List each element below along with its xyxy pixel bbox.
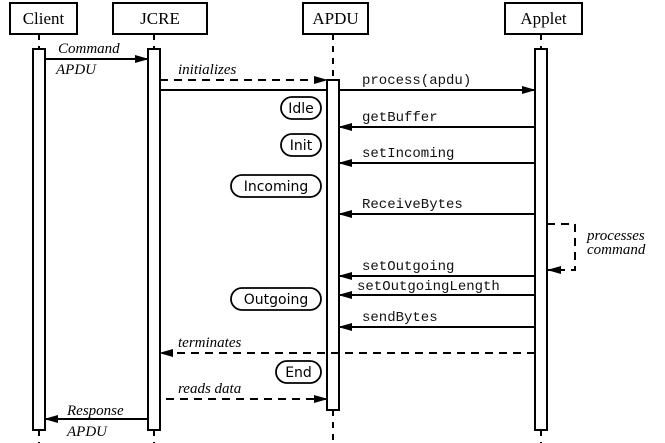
message-process-apdu: process(apdu) [339, 73, 536, 94]
message-label: sendBytes [362, 310, 438, 326]
message-setincoming: setIncoming [338, 146, 535, 167]
message-initializes: initializes [160, 62, 328, 84]
state-label: Incoming [244, 179, 309, 195]
participant-jcre: JCRE [112, 2, 208, 35]
state-incoming: Incoming [230, 174, 322, 198]
message-terminates: terminates [159, 335, 535, 357]
participant-label: Client [23, 9, 65, 28]
apdu-activation-bar [326, 79, 340, 411]
message-reads-data: reads data [166, 381, 328, 403]
client-activation-bar [32, 48, 46, 431]
state-label: Init [290, 138, 313, 154]
state-label: End [285, 365, 312, 381]
message-label: setIncoming [362, 146, 454, 162]
self-call-loop [547, 223, 576, 271]
message-setoutgoing: setOutgoing [338, 259, 535, 280]
message-label: processes [586, 228, 645, 244]
message-label: command [587, 242, 646, 258]
message-processes-command: processes command [547, 223, 646, 274]
message-setoutgoinglength: setOutgoingLength [338, 279, 535, 299]
state-label: Outgoing [244, 292, 308, 308]
message-label: reads data [178, 381, 241, 397]
state-idle: Idle [280, 96, 322, 120]
jcre-activation-bar [147, 48, 161, 431]
message-label: Command [58, 41, 120, 57]
participant-client: Client [9, 2, 78, 35]
participant-label: Applet [520, 9, 567, 28]
message-label: APDU [55, 62, 97, 78]
state-end: End [275, 360, 322, 384]
arrowhead [547, 266, 561, 274]
participant-applet: Applet [504, 2, 583, 35]
participant-label: JCRE [140, 9, 180, 28]
message-label: setOutgoing [362, 259, 454, 275]
message-receivebytes: ReceiveBytes [338, 197, 535, 218]
message-command-apdu: Command APDU [45, 41, 149, 78]
message-label: APDU [66, 424, 108, 440]
message-label: setOutgoingLength [357, 279, 500, 295]
participant-apdu: APDU [302, 2, 369, 35]
state-outgoing: Outgoing [230, 287, 322, 311]
message-getbuffer: getBuffer [338, 110, 535, 131]
message-label: terminates [178, 335, 241, 351]
state-label: Idle [288, 101, 314, 117]
message-label: getBuffer [362, 110, 438, 126]
state-init: Init [280, 133, 322, 157]
applet-activation-bar [534, 48, 548, 431]
message-label: ReceiveBytes [362, 197, 463, 213]
participant-label: APDU [312, 9, 358, 28]
message-label: initializes [178, 62, 237, 78]
message-response-apdu: Response APDU [44, 403, 148, 440]
message-label: process(apdu) [362, 73, 471, 89]
message-label: Response [66, 403, 124, 419]
message-sendbytes: sendBytes [338, 310, 535, 331]
